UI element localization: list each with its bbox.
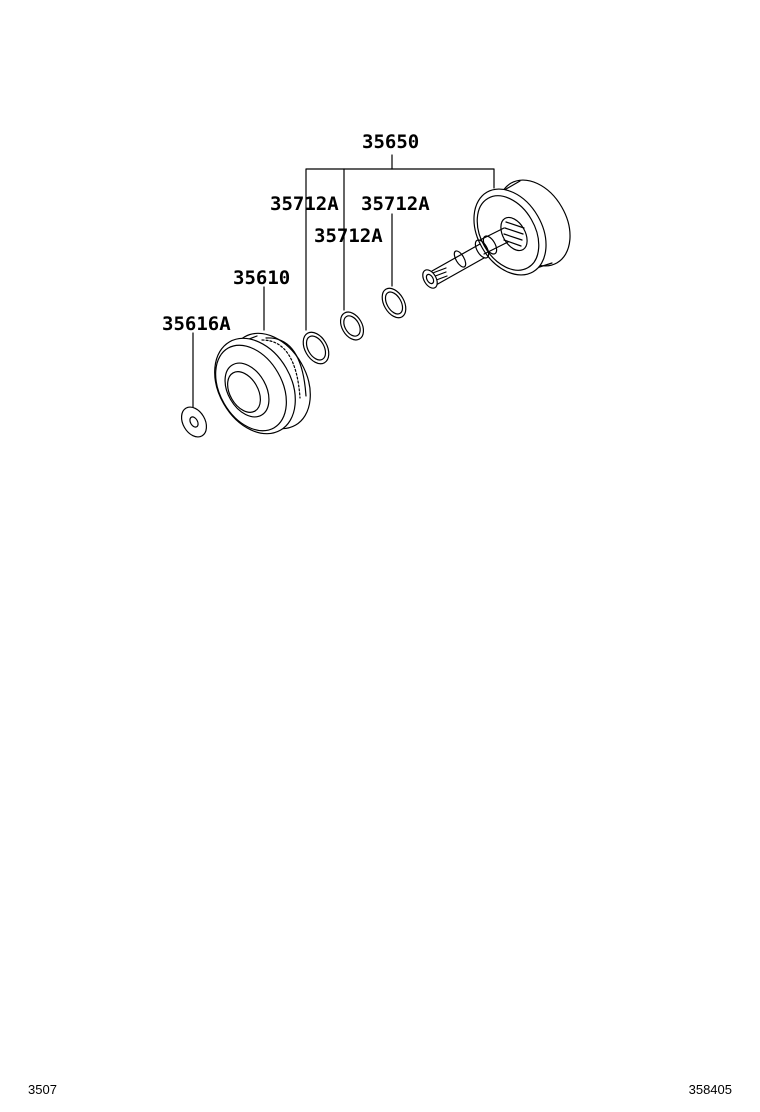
- snap-ring-left: [302, 331, 330, 365]
- label-washer: 35616A: [162, 313, 231, 335]
- drum-spline-teeth: [503, 221, 525, 247]
- footer-left-code: 3507: [28, 1082, 57, 1097]
- snap-ring-middle: [339, 311, 365, 341]
- snap-ring-right: [381, 287, 407, 319]
- bearing-part: [214, 332, 311, 435]
- footer-right-code: 358405: [688, 1082, 732, 1097]
- leader-lines: [192, 154, 495, 409]
- part-labels: 35650 35712A 35712A 35712A 35610 35616A: [162, 131, 430, 335]
- label-bearing: 35610: [233, 267, 290, 289]
- clutch-drum-assembly: [422, 179, 571, 289]
- label-snap-ring-right: 35712A: [361, 193, 430, 215]
- label-snap-ring-left: 35712A: [270, 193, 339, 215]
- washer-part: [180, 406, 208, 438]
- label-snap-ring-middle: 35712A: [314, 225, 383, 247]
- label-assembly: 35650: [362, 131, 419, 153]
- leader-assembly-bracket: [305, 168, 495, 331]
